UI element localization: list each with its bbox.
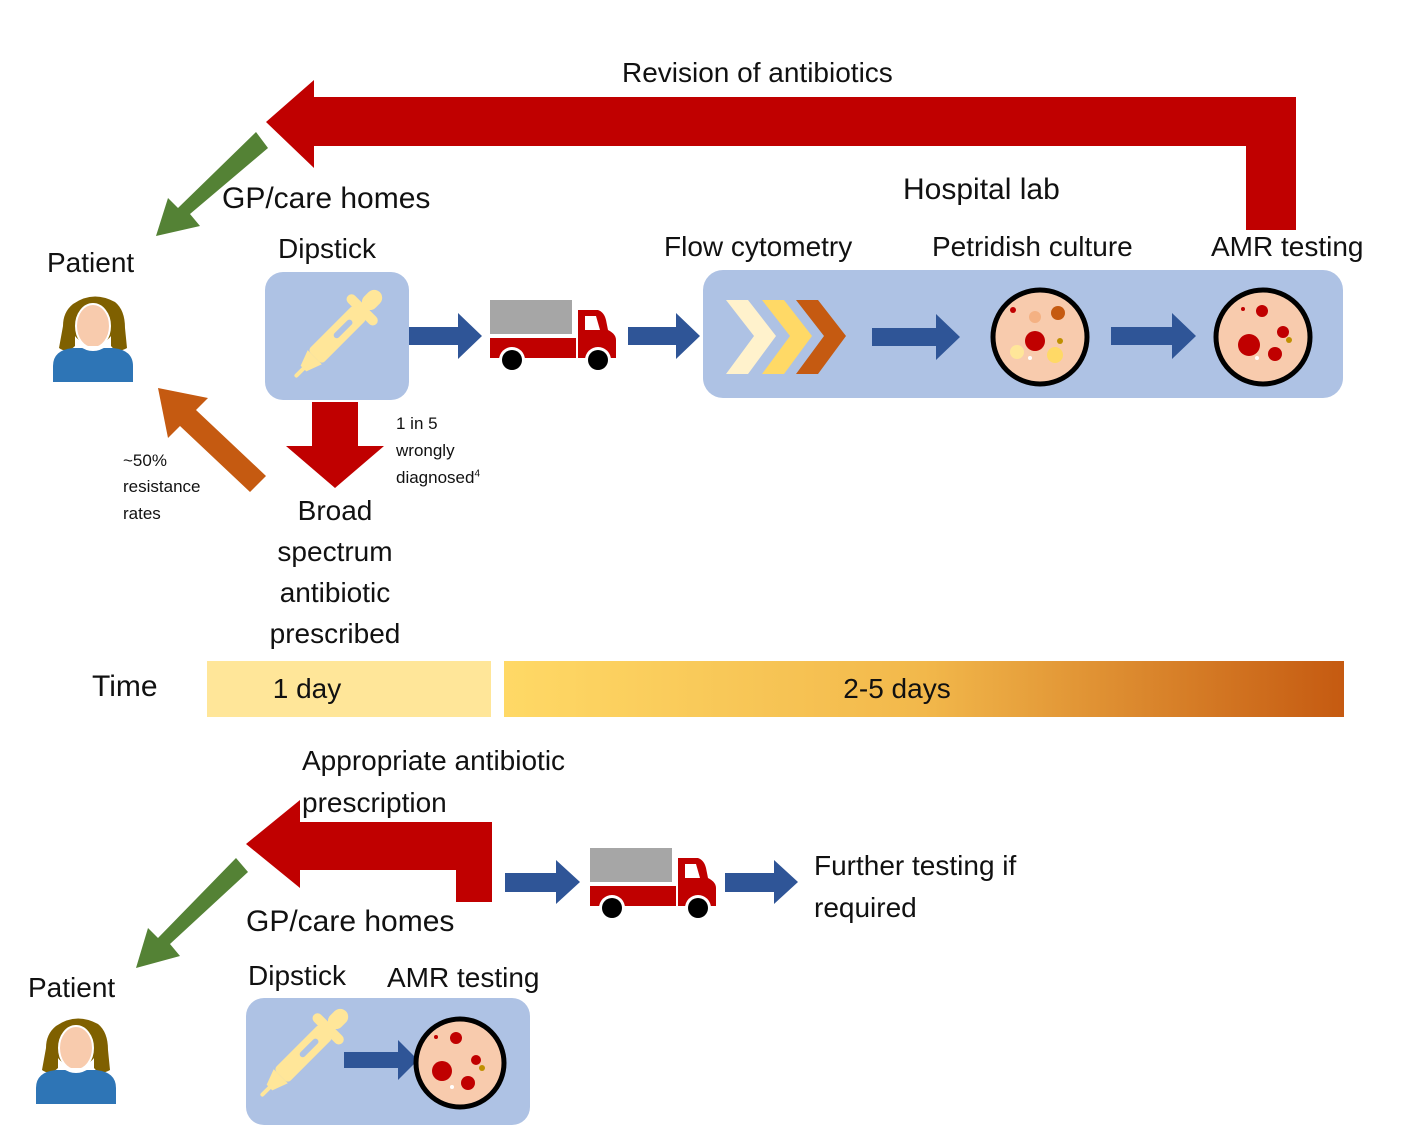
step-amr-testing: AMR testing [1211, 231, 1364, 262]
petri-dish-amr-poc [413, 1016, 507, 1110]
gp-title-top: GP/care homes [222, 182, 431, 215]
wrong-diagnosis-line-1: 1 in 5 [396, 414, 438, 433]
blue-arrow-7 [344, 1040, 418, 1080]
resistance-line-2: resistance [123, 477, 201, 497]
resistance-line-1: ~50% [123, 451, 167, 470]
footnote-ref: 4 [474, 468, 481, 480]
prescribed-note: Broad spectrum antibiotic prescribed [235, 490, 435, 654]
revision-label: Revision of antibiotics [622, 57, 893, 88]
further-line-2: required [814, 892, 917, 923]
prescribed-line-1: Broad [297, 495, 373, 526]
blue-arrow-5 [505, 860, 580, 904]
prescription-line-1: Appropriate antibiotic [302, 745, 566, 776]
blue-arrow-1 [409, 313, 482, 359]
prescribe-down-arrow [286, 402, 384, 488]
blue-arrow-4 [1111, 313, 1196, 359]
step-petridish-culture: Petridish culture [932, 231, 1133, 262]
wrong-diagnosis-note: 1 in 5 wrongly diagnosed4 [396, 410, 480, 492]
petri-dish-culture [990, 287, 1090, 387]
delivery-truck-icon [590, 848, 716, 921]
green-arrow-top [156, 132, 268, 236]
dipstick-label-bottom: Dipstick [248, 960, 347, 991]
patient-label-bottom: Patient [28, 972, 116, 1003]
blue-arrow-6 [725, 860, 798, 904]
orange-arrow [158, 388, 266, 492]
patient-label-top: Patient [47, 247, 135, 278]
prescription-line-2: prescription [302, 787, 447, 818]
time-segment-1-label: 1 day [272, 673, 342, 704]
further-line-1: Further testing if [814, 850, 1017, 881]
prescription-arrow [246, 800, 492, 902]
green-arrow-bottom [136, 858, 248, 968]
person-icon [35, 1017, 117, 1105]
prescription-note: Appropriate antibiotic prescription [302, 740, 565, 824]
time-bar-2-5days [504, 661, 1344, 717]
resistance-note: ~50% resistance rates [123, 448, 200, 527]
wrong-diagnosis-line-3: diagnosed4 [396, 468, 481, 488]
blue-arrow-2 [628, 313, 700, 359]
time-label: Time [92, 670, 158, 703]
time-bar-1day [207, 661, 491, 717]
gp-title-bottom: GP/care homes [246, 905, 455, 938]
wrong-diagnosis-line-2: wrongly [396, 441, 455, 461]
time-segment-2-label: 2-5 days [843, 673, 951, 704]
step-flow-cytometry: Flow cytometry [664, 231, 853, 262]
revision-arrow [266, 80, 1296, 230]
delivery-truck-icon [490, 300, 616, 373]
amr-label-bottom: AMR testing [387, 962, 540, 993]
dipstick-label-top: Dipstick [278, 233, 377, 264]
blue-arrow-3 [872, 314, 960, 360]
hospital-lab-title: Hospital lab [903, 173, 1060, 206]
further-testing-note: Further testing if required [814, 845, 1016, 929]
person-icon [52, 295, 134, 383]
petri-dish-amr [1213, 287, 1313, 387]
resistance-line-3: rates [123, 503, 161, 523]
prescribed-line-2: spectrum [277, 536, 393, 567]
prescribed-line-4: prescribed [269, 618, 401, 649]
prescribed-line-3: antibiotic [279, 577, 391, 608]
